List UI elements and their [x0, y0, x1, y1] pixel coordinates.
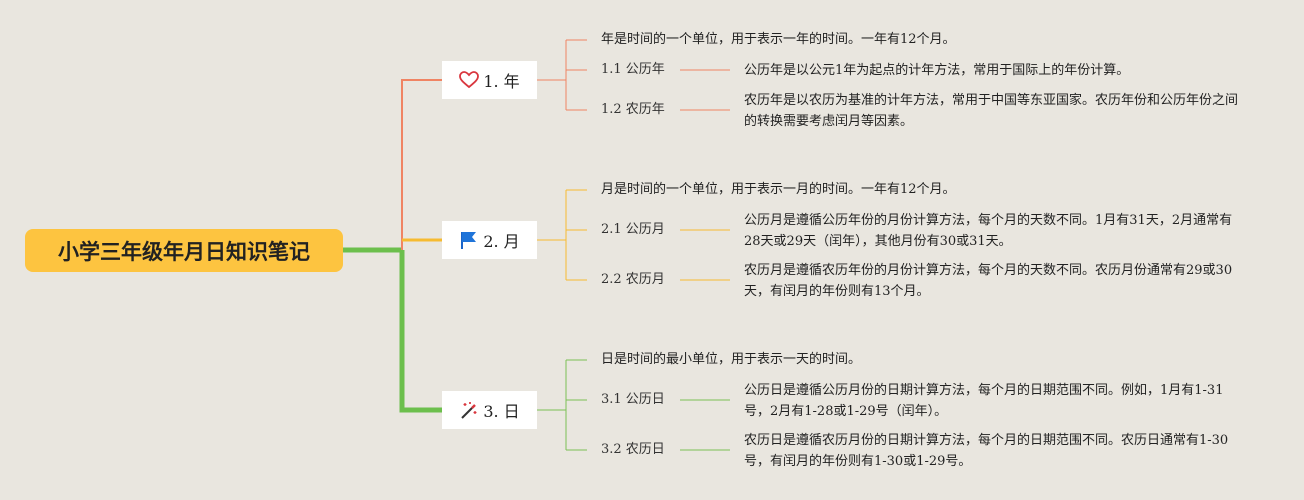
day-intro: 日是时间的最小单位，用于表示一天的时间。: [601, 352, 862, 367]
year-sub-gregorian-desc: 公历年是以公元1年为起点的计年方法，常用于国际上的年份计算。: [744, 63, 1130, 78]
month-sub-gregorian[interactable]: 2.1 公历月: [601, 222, 665, 237]
year-sub-gregorian[interactable]: 1.1 公历年: [601, 62, 665, 77]
day-link: [399, 250, 442, 413]
year-link: [401, 79, 442, 250]
day-sub-gregorian[interactable]: 3.1 公历日: [601, 392, 665, 407]
branch-year-label: 1. 年: [483, 72, 520, 91]
month-sub-lunar[interactable]: 2.2 农历月: [601, 272, 665, 287]
month-children-links: [537, 189, 730, 281]
branch-day[interactable]: 3. 日: [442, 391, 537, 429]
year-children-links: [537, 39, 730, 111]
month-sub-lunar-desc: 农历月是遵循农历年份的月份计算方法，每个月的天数不同。农历月份通常有29或30天…: [744, 263, 1233, 299]
year-intro: 年是时间的一个单位，用于表示一年的时间。一年有12个月。: [601, 32, 956, 47]
magic-wand-icon: [459, 400, 479, 420]
month-sub-gregorian-desc: 公历月是遵循公历年份的月份计算方法，每个月的天数不同。1月有31天，2月通常有2…: [744, 213, 1233, 249]
day-children-links: [537, 359, 730, 451]
branch-month[interactable]: 2. 月: [442, 221, 537, 259]
branch-day-label: 3. 日: [483, 402, 520, 421]
branch-year[interactable]: 1. 年: [442, 61, 537, 99]
branch-month-label: 2. 月: [483, 232, 520, 251]
day-sub-lunar[interactable]: 3.2 农历日: [601, 442, 665, 457]
year-sub-lunar-desc: 农历年是以农历为基准的计年方法，常用于中国等东亚国家。农历年份和公历年份之间的转…: [744, 93, 1239, 129]
day-sub-gregorian-desc: 公历日是遵循公历月份的日期计算方法，每个月的日期范围不同。例如，1月有1-31号…: [744, 383, 1224, 419]
month-intro: 月是时间的一个单位，用于表示一月的时间。一年有12个月。: [601, 182, 956, 197]
root-topic[interactable]: 小学三年级年月日知识笔记: [25, 229, 343, 272]
year-sub-lunar[interactable]: 1.2 农历年: [601, 102, 665, 117]
day-sub-lunar-desc: 农历日是遵循农历月份的日期计算方法，每个月的日期范围不同。农历日通常有1-30号…: [744, 433, 1229, 469]
flag-icon: [459, 230, 479, 250]
heart-icon: [459, 70, 480, 90]
